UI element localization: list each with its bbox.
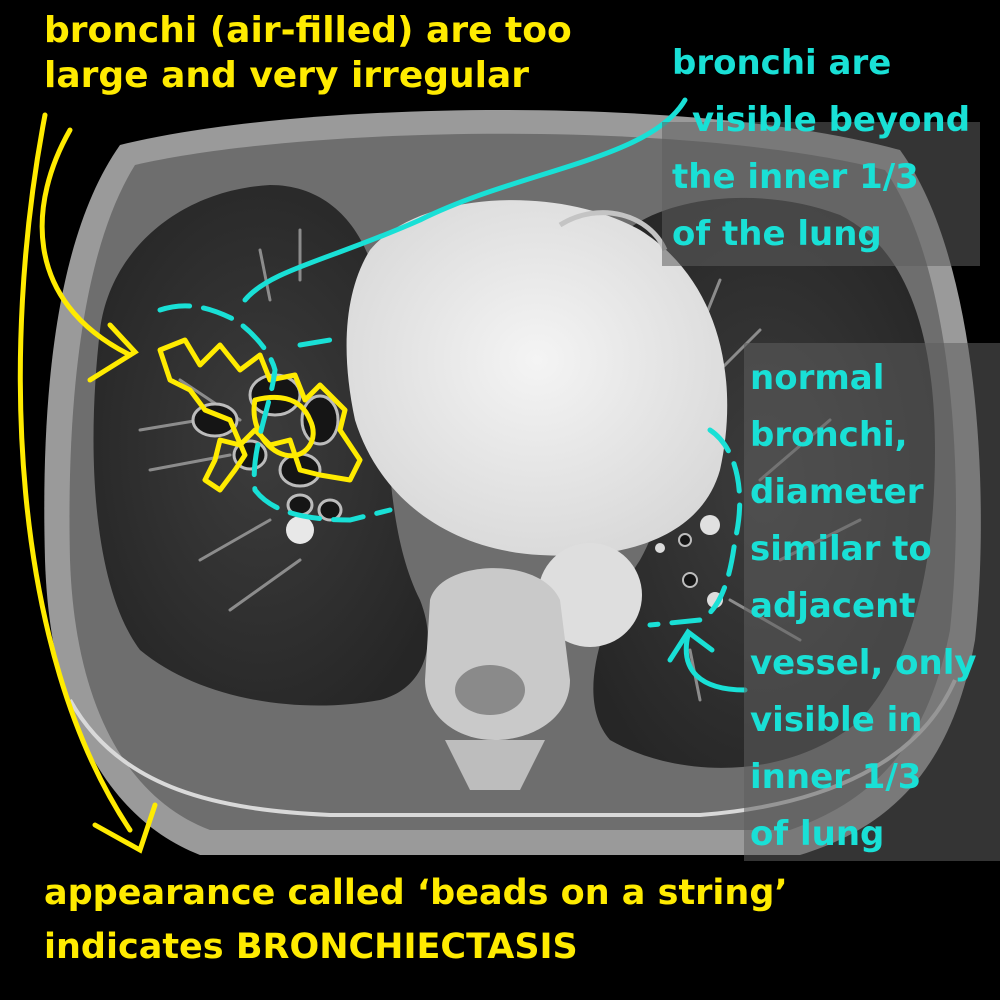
cyan-bronchi-outline xyxy=(157,303,393,523)
cyan-arrow-to-peripheral-bronchi xyxy=(242,97,688,303)
cyan-arrow-to-normal-bronchi xyxy=(667,628,748,693)
top-left-annotation: bronchi (air-filled) are too large and v… xyxy=(44,10,572,96)
heart xyxy=(346,200,728,556)
cyan-normal-bronchi-outline xyxy=(647,427,743,628)
yellow-bronchi-outline xyxy=(157,337,363,493)
aorta xyxy=(538,543,642,647)
top-right-annotation: bronchi are visible beyond the inner 1/3… xyxy=(672,43,971,254)
right-label-panel xyxy=(744,343,1000,861)
dilated-bronchi xyxy=(191,373,343,522)
yellow-arrow-to-bronchi xyxy=(39,127,139,383)
bottom-annotation: appearance called ‘beads on a string’ in… xyxy=(44,873,788,967)
yellow-arrow-to-caption xyxy=(17,112,158,854)
right-annotation: normal bronchi, diameter similar to adja… xyxy=(750,358,977,854)
top-right-label-panel xyxy=(662,122,980,266)
hilar-vessel xyxy=(286,516,314,544)
vertebra xyxy=(425,568,570,790)
